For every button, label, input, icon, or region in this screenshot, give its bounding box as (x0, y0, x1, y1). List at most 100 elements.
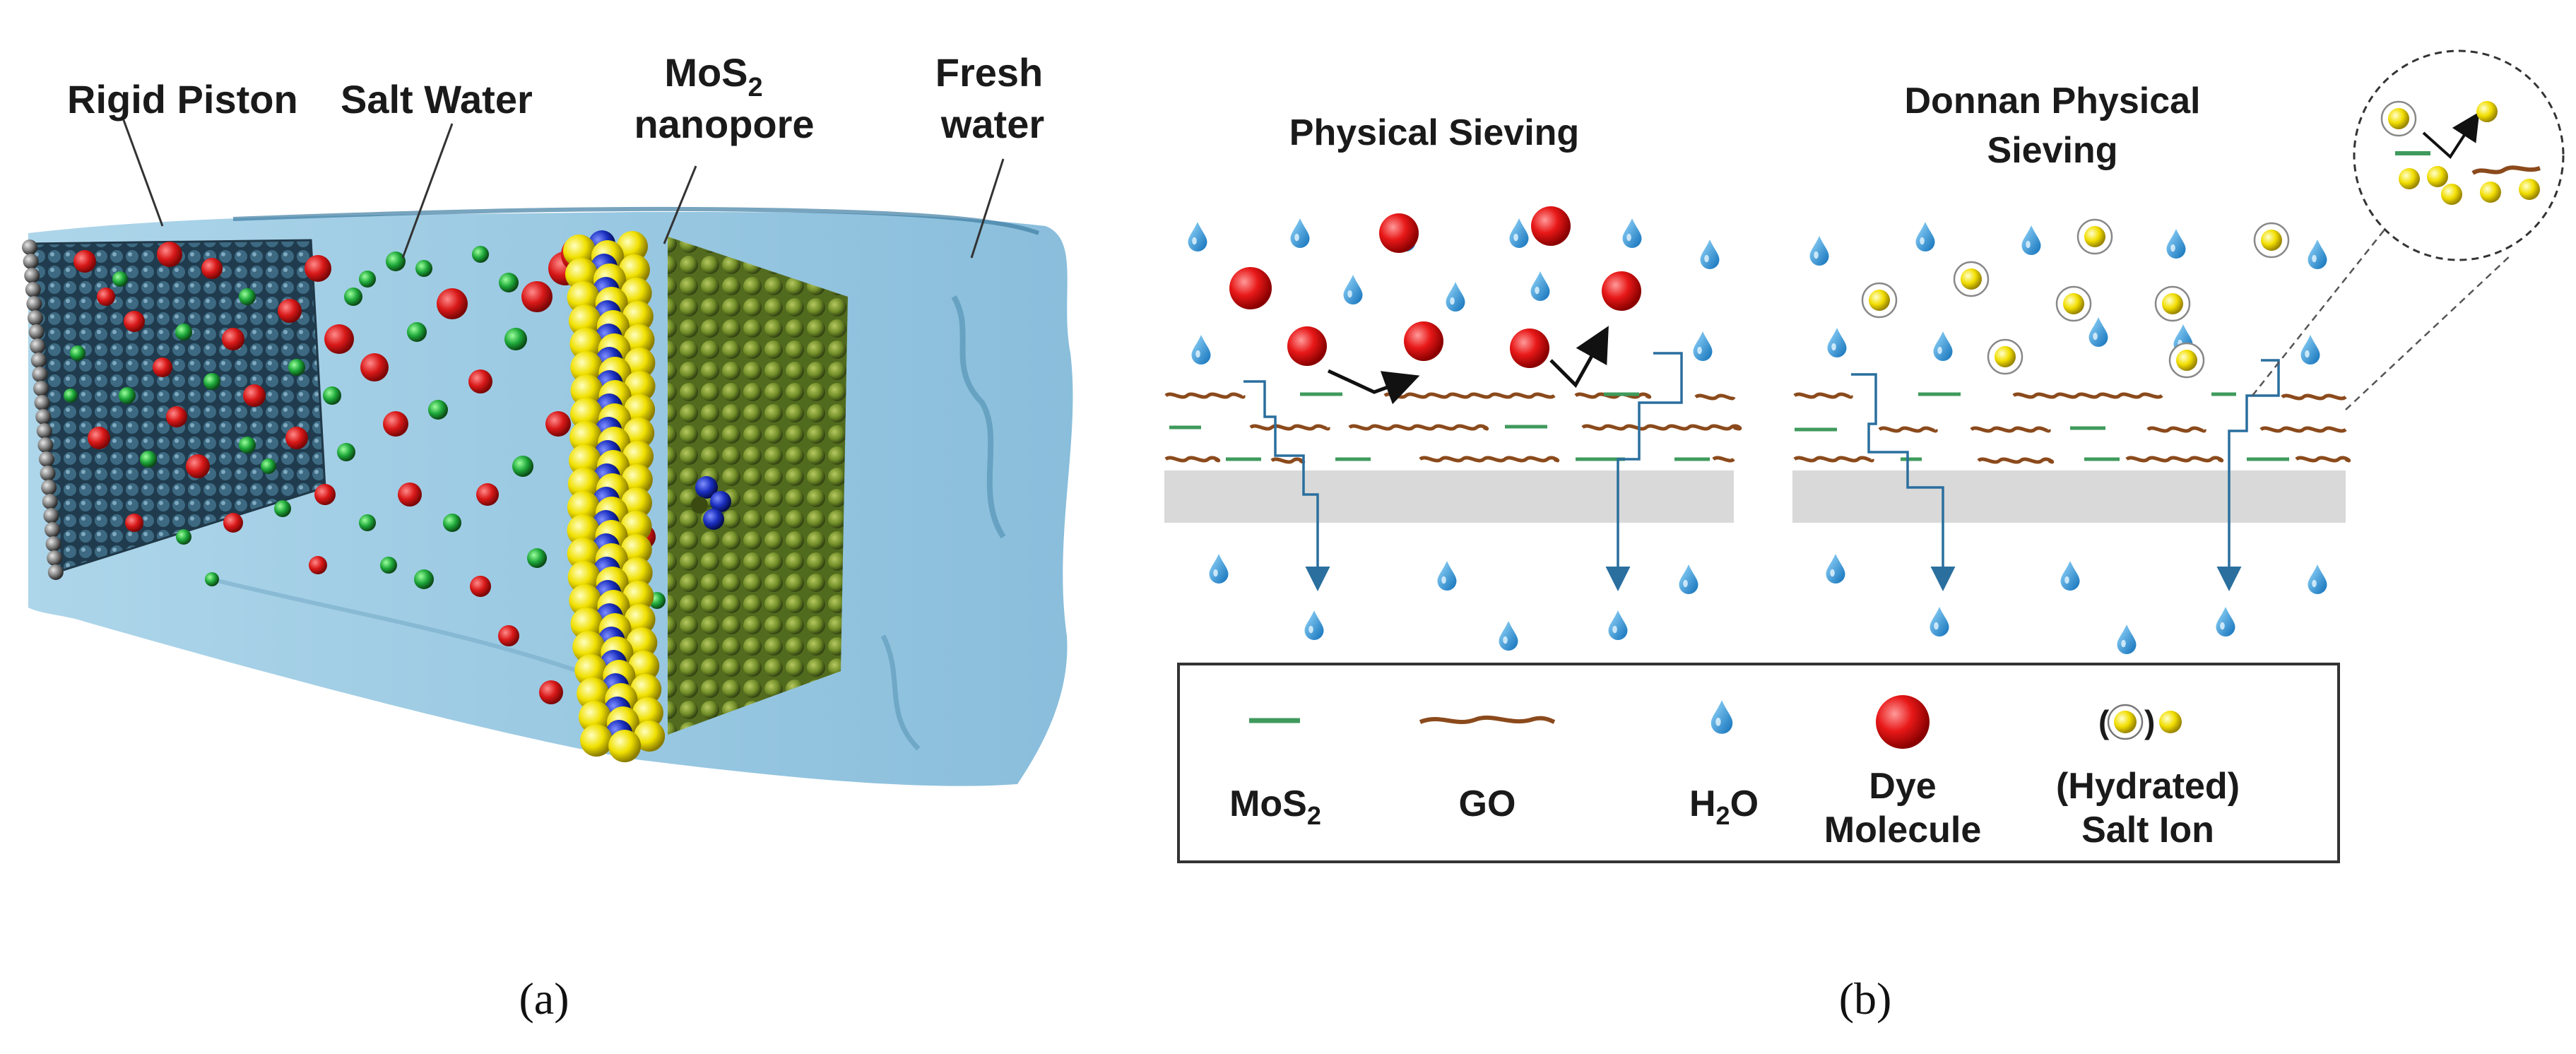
chloride-ion (223, 513, 243, 533)
title-donnan-line2: Sieving (1987, 130, 2118, 171)
salt-ion (2084, 226, 2105, 247)
dye-molecule (1404, 321, 1443, 361)
sulfur-atom (620, 487, 652, 519)
piston-edge-atom (22, 239, 37, 255)
water-drop-icon (1446, 282, 1465, 312)
piston-edge-atom (40, 466, 56, 481)
sulfur-atom (634, 721, 666, 752)
piston-edge-atom (24, 268, 40, 283)
sulfur-atom (624, 604, 656, 635)
water-drop-icon (1915, 222, 1935, 251)
legend-label-dye-line1: Dye (1869, 766, 1936, 807)
chloride-ion (314, 484, 336, 505)
dye-molecule (1602, 271, 1641, 311)
water-drop-icon (1499, 621, 1518, 651)
sulfur-atom (567, 491, 600, 523)
go-sheet (2259, 426, 2347, 433)
piston-edge-atom (28, 324, 45, 340)
water-ripple (951, 295, 1006, 539)
water-drop-icon (2060, 561, 2080, 591)
sulfur-atom (608, 730, 642, 762)
title-donnan-line1: Donnan Physical (1905, 81, 2201, 122)
chloride-ion (157, 242, 182, 267)
sulfur-atom (620, 534, 652, 565)
salt-ion (1961, 268, 1982, 290)
water-drop-icon (1608, 610, 1628, 640)
chloride-ion (539, 680, 563, 704)
salt-ion (2519, 179, 2540, 200)
salt-ion (2476, 101, 2498, 122)
membrane-layers (1164, 392, 2351, 464)
water-drop-icon (1700, 239, 1720, 269)
sulfur-atom (567, 281, 600, 314)
legend-hydrated-ion-icon (2107, 704, 2182, 740)
sulfur-atom (572, 631, 605, 663)
go-sheet (1977, 457, 2055, 464)
sodium-ion (274, 500, 291, 517)
sulfur-atom (568, 304, 601, 337)
chloride-ion (437, 288, 468, 319)
water-drop-icon (1437, 561, 1457, 591)
water-drop-icon (1343, 275, 1363, 304)
sulfur-atom (623, 418, 655, 449)
dye-molecule (1287, 326, 1327, 366)
caption-b: (b) (1839, 973, 1892, 1024)
piston-edge-atom (37, 437, 54, 453)
chloride-ion (309, 556, 327, 574)
sodium-ion (344, 288, 362, 306)
panel-b-sieving-schematic: Physical Sieving Donnan Physical Sieving (1164, 49, 2565, 1024)
sulfur-atom (628, 651, 660, 682)
go-sheet (1970, 426, 2051, 433)
chloride-ion (166, 406, 187, 427)
chloride-ion (186, 454, 210, 478)
piston-edge-atom (26, 296, 42, 312)
chloride-ion (470, 576, 491, 597)
legend-go-swatch (1419, 715, 1556, 724)
legend-label-mos2: MoS2 (1229, 783, 1321, 830)
sodium-ion (239, 288, 256, 305)
chloride-ion (153, 357, 172, 377)
water-drop-icon (2117, 624, 2137, 654)
leader-line-rigid-piston (122, 119, 164, 227)
water-drop-icon (2308, 564, 2327, 594)
sulfur-atom (565, 258, 598, 290)
chloride-ion (545, 411, 571, 437)
chloride-ion (521, 281, 553, 312)
water-drop-icon (2300, 335, 2320, 365)
leader-line-mos2 (663, 165, 697, 244)
permeation-path-2 (1605, 352, 1683, 591)
legend-label-h2o: H2O (1689, 783, 1759, 830)
legend-hydrated-paren-close: ) (2144, 704, 2155, 740)
salt-ion (1995, 346, 2016, 367)
sulfur-atom (567, 468, 601, 500)
sulfur-atom (622, 581, 654, 612)
salt-ion (1869, 290, 1890, 311)
sulfur-atom (626, 627, 658, 658)
dye-molecule (1229, 267, 1272, 309)
piston-edge-atom (32, 367, 48, 382)
go-sheet (2281, 393, 2347, 401)
piston-edge-atom (30, 353, 47, 368)
sulfur-atom (569, 421, 603, 454)
legend-mos2-subscript: 2 (1307, 801, 1321, 830)
label-water: water (940, 102, 1044, 146)
chloride-ion (498, 625, 519, 646)
zoom-go-segment (2471, 165, 2541, 175)
sulfur-atom (621, 557, 653, 588)
sodium-ion (70, 345, 85, 361)
sodium-ion (359, 271, 376, 288)
sulfur-atom (569, 584, 602, 617)
chloride-ion (124, 311, 145, 332)
legend-label-dye-line2: Molecule (1824, 810, 1982, 851)
piston-edge-atom (39, 451, 54, 467)
water-drop-icon (1290, 218, 1310, 248)
water-drop-icon (2216, 607, 2235, 636)
water-drop-icon (2021, 225, 2041, 255)
nanopore-opening (691, 476, 731, 530)
chloride-ion (278, 299, 302, 323)
chloride-ion (73, 250, 96, 273)
chloride-ion (97, 288, 115, 306)
legend-label-go: GO (1459, 783, 1516, 824)
go-sheet (1164, 392, 1246, 399)
legend-label-salt-line1: (Hydrated) (2056, 766, 2240, 807)
